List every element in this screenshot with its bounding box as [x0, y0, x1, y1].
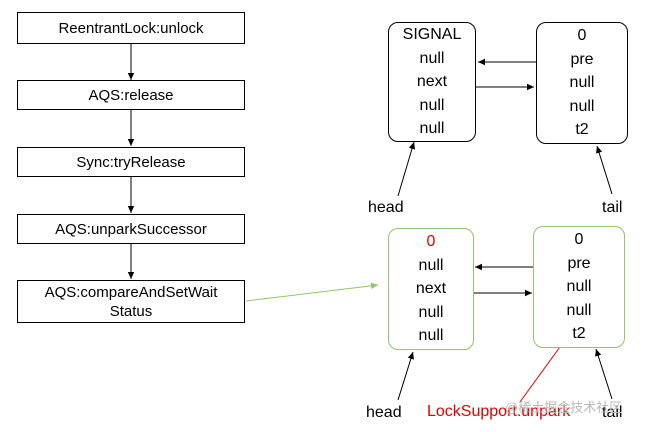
bottom-tail-label: tail — [602, 404, 623, 421]
top-head-node: SIGNAL null next null null — [388, 22, 476, 142]
top-head-label: head — [368, 199, 404, 216]
top-tail-field-1: 0 — [577, 27, 587, 45]
top-tail-field-3: null — [569, 74, 595, 92]
flow-step-unlock: ReentrantLock:unlock — [17, 12, 245, 44]
bottom-head-field-2: null — [418, 256, 444, 274]
bottom-head-field-5: null — [418, 327, 444, 345]
unpark-label: LockSupport.unpark — [427, 403, 571, 420]
top-tail-field-4: null — [569, 97, 595, 115]
bottom-tail-pointer — [595, 348, 613, 400]
top-head-field-3: next — [416, 73, 448, 91]
top-head-pointer — [397, 141, 416, 197]
bottom-tail-field-4: null — [566, 301, 592, 319]
bottom-head-field-1: 0 — [426, 233, 436, 251]
bottom-tail-node: 0 pre null null t2 — [533, 226, 625, 348]
bottom-tail-field-1: 0 — [574, 231, 584, 249]
bottom-head-node: 0 null next null null — [388, 228, 474, 350]
top-tail-field-2: pre — [570, 50, 594, 68]
top-head-field-2: null — [419, 49, 445, 67]
bottom-head-label: head — [366, 404, 402, 421]
flow-step-try-release: Sync:tryRelease — [17, 147, 245, 177]
top-head-field-4: null — [419, 96, 445, 114]
top-head-field-5: null — [419, 120, 445, 138]
bottom-tail-field-5: t2 — [572, 325, 586, 343]
bottom-head-field-4: null — [418, 303, 444, 321]
bottom-tail-field-2: pre — [567, 254, 591, 272]
unpark-arrow — [519, 339, 566, 403]
top-tail-pointer — [596, 145, 613, 195]
watermark: @稀土掘金技术社区 — [505, 400, 623, 415]
green-connector-arrow — [245, 282, 379, 302]
bottom-head-field-3: next — [415, 280, 447, 298]
flow-step-unpark-successor: AQS:unparkSuccessor — [17, 214, 245, 244]
bottom-head-pointer — [397, 351, 414, 401]
flow-step-release: AQS:release — [17, 80, 245, 110]
bottom-tail-field-3: null — [566, 278, 592, 296]
top-head-field-1: SIGNAL — [402, 26, 462, 44]
top-tail-label: tail — [602, 199, 623, 216]
top-tail-node: 0 pre null null t2 — [536, 22, 628, 144]
flow-step-compare-and-set: AQS:compareAndSetWait Status — [17, 280, 245, 323]
top-tail-field-5: t2 — [575, 121, 589, 139]
